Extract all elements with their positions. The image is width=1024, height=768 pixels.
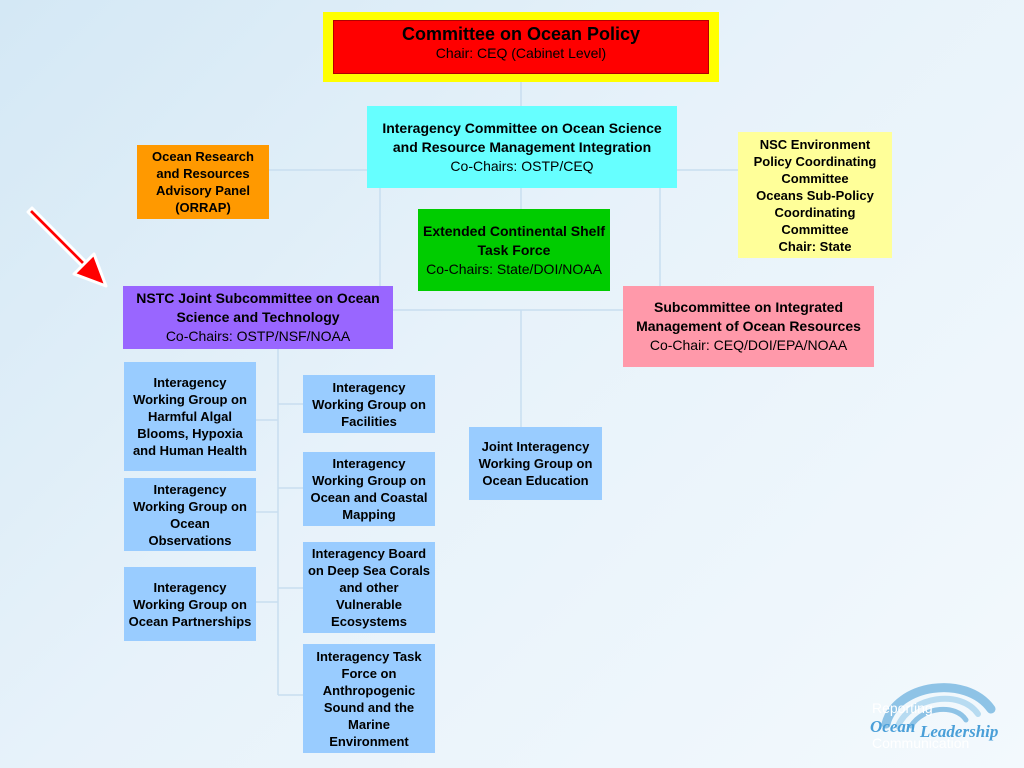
nsc-line2: Oceans Sub-Policy Coordinating Committee bbox=[756, 187, 874, 237]
interagency-committee-chairs: Co-Chairs: OSTP/CEQ bbox=[450, 157, 594, 174]
nsc-line1: NSC Environment Policy Coordinating Comm… bbox=[753, 136, 877, 186]
committee-title: Committee on Ocean Policy bbox=[401, 24, 641, 44]
group-observations: Interagency Working Group on Ocean Obser… bbox=[124, 478, 256, 551]
group-facilities: Interagency Working Group on Facilities bbox=[303, 375, 435, 433]
nsc-line3: Chair: State bbox=[778, 238, 852, 254]
sim-subcommittee: Subcommittee on Integrated Management of… bbox=[623, 286, 874, 367]
group-facilities-label: Interagency Working Group on Facilities bbox=[312, 379, 426, 429]
ocean-leadership-logo bbox=[881, 683, 996, 729]
group-sound: Interagency Task Force on Anthropogenic … bbox=[303, 644, 435, 753]
logo-reporting: Reporting bbox=[872, 700, 933, 716]
sim-title: Subcommittee on Integrated Management of… bbox=[636, 299, 861, 334]
interagency-committee: Interagency Committee on Ocean Science a… bbox=[367, 106, 677, 188]
ecs-chairs: Co-Chairs: State/DOI/NOAA bbox=[426, 260, 602, 277]
group-habs: Interagency Working Group on Harmful Alg… bbox=[124, 362, 256, 471]
group-habs-label: Interagency Working Group on Harmful Alg… bbox=[132, 375, 248, 458]
nstc-title: NSTC Joint Subcommittee on Ocean Science… bbox=[136, 290, 380, 325]
committee-on-ocean-policy: Committee on Ocean Policy Chair: CEQ (Ca… bbox=[333, 20, 709, 74]
group-mapping: Interagency Working Group on Ocean and C… bbox=[303, 452, 435, 526]
group-corals-label: Interagency Board on Deep Sea Corals and… bbox=[307, 546, 431, 629]
ecs-task-force: Extended Continental Shelf Task Force Co… bbox=[418, 209, 610, 291]
logo-leadership: Leadership bbox=[920, 722, 999, 741]
group-partnerships: Interagency Working Group on Ocean Partn… bbox=[124, 567, 256, 641]
nstc-subcommittee: NSTC Joint Subcommittee on Ocean Science… bbox=[123, 286, 393, 349]
committee-chair: Chair: CEQ (Cabinet Level) bbox=[435, 45, 607, 61]
nstc-chairs: Co-Chairs: OSTP/NSF/NOAA bbox=[165, 328, 351, 344]
group-observations-label: Interagency Working Group on Ocean Obser… bbox=[133, 481, 247, 548]
group-education-label: Joint Interagency Working Group on Ocean… bbox=[478, 439, 593, 488]
arrow-icon bbox=[26, 206, 108, 288]
orrap-panel: Ocean Research and Resources Advisory Pa… bbox=[137, 145, 269, 219]
logo-communication: Communication bbox=[872, 735, 970, 751]
interagency-committee-title: Interagency Committee on Ocean Science a… bbox=[382, 119, 662, 155]
sim-chairs: Co-Chair: CEQ/DOI/EPA/NOAA bbox=[649, 337, 848, 353]
group-mapping-label: Interagency Working Group on Ocean and C… bbox=[310, 456, 428, 522]
orrap-title: Ocean Research and Resources Advisory Pa… bbox=[152, 149, 254, 215]
group-education: Joint Interagency Working Group on Ocean… bbox=[469, 427, 602, 500]
group-sound-label: Interagency Task Force on Anthropogenic … bbox=[316, 648, 422, 749]
nsc-committee: NSC Environment Policy Coordinating Comm… bbox=[738, 132, 892, 258]
group-corals: Interagency Board on Deep Sea Corals and… bbox=[303, 542, 435, 633]
logo-ocean: Ocean bbox=[870, 717, 916, 736]
ecs-title: Extended Continental Shelf Task Force bbox=[422, 222, 605, 258]
group-partnerships-label: Interagency Working Group on Ocean Partn… bbox=[128, 579, 252, 629]
